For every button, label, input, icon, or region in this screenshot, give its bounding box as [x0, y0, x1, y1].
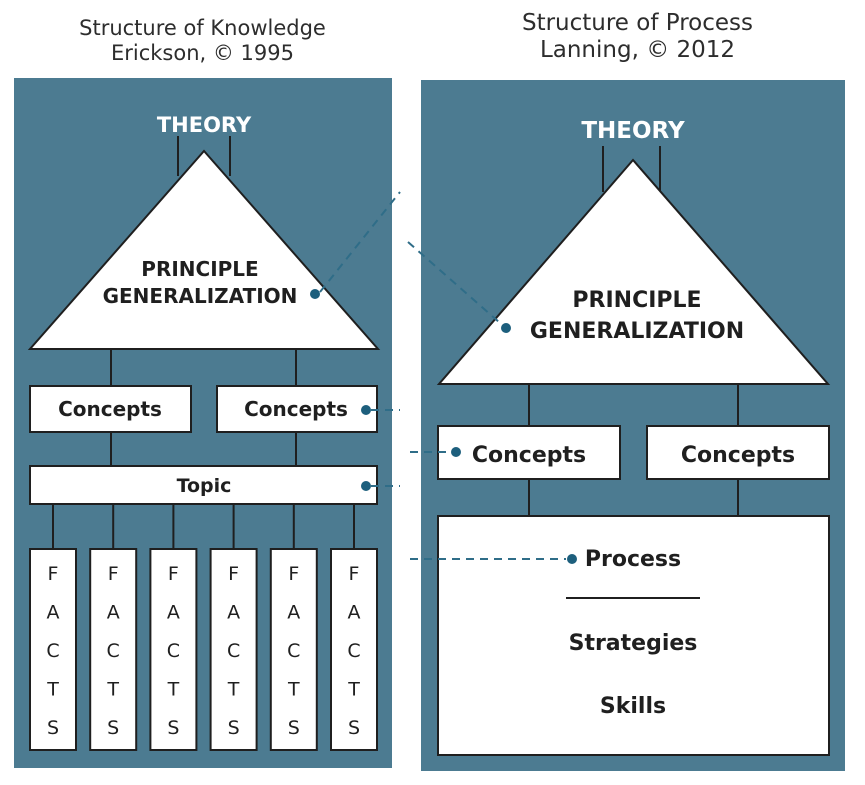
process-concepts-box-2 — [646, 425, 830, 480]
facts-letter: T — [167, 679, 180, 701]
knowledge-structure: THEORY PRINCIPLE GENERALIZATION Concepts… — [27, 113, 381, 751]
knowledge-topic-box — [29, 465, 378, 505]
process-header: Structure of Process Lanning, © 2012 — [440, 10, 835, 64]
dashed-connector-generalization-left — [319, 191, 401, 293]
process-concepts-dot — [451, 447, 461, 457]
facts-column — [330, 548, 378, 751]
facts-letter: S — [288, 717, 300, 739]
facts-letter: A — [107, 602, 120, 624]
strategies-label: Strategies — [569, 631, 698, 656]
facts-letter: C — [46, 640, 59, 662]
process-principle-label: PRINCIPLE — [572, 288, 701, 313]
knowledge-theory-label: THEORY — [157, 113, 252, 137]
facts-column — [89, 548, 138, 751]
facts-letter: C — [107, 640, 120, 662]
knowledge-concepts-label-1: Concepts — [58, 397, 162, 421]
facts-letter: C — [167, 640, 180, 662]
knowledge-credit: Erickson, © 1995 — [110, 40, 294, 65]
facts-column — [209, 548, 258, 751]
facts-letter: T — [227, 679, 240, 701]
facts-letter: T — [106, 679, 119, 701]
facts-letter: F — [108, 563, 119, 585]
knowledge-generalization-label: GENERALIZATION — [103, 284, 298, 308]
facts-letter: C — [347, 640, 360, 662]
process-credit: Lanning, © 2012 — [539, 37, 736, 64]
process-generalization-label: GENERALIZATION — [530, 319, 744, 344]
facts-letter: S — [107, 717, 119, 739]
facts-letter: A — [47, 602, 60, 624]
knowledge-header: Structure of Knowledge Erickson, © 1995 — [30, 16, 375, 66]
dashed-connectors — [319, 191, 566, 560]
process-concepts-label-1: Concepts — [472, 443, 586, 468]
facts-letter: F — [168, 563, 179, 585]
facts-letter: T — [287, 679, 300, 701]
facts-letter: S — [228, 717, 240, 739]
process-concepts-box-1 — [437, 425, 621, 480]
knowledge-concepts-label-2: Concepts — [244, 397, 348, 421]
facts-letter: S — [348, 717, 360, 739]
facts-letter: S — [47, 717, 59, 739]
knowledge-concepts-dot — [361, 405, 371, 415]
knowledge-principle-label: PRINCIPLE — [141, 257, 258, 281]
facts-letter: T — [347, 679, 360, 701]
facts-letter: A — [287, 602, 300, 624]
facts-letter: C — [227, 640, 240, 662]
process-generalization-dot — [501, 323, 511, 333]
process-box — [437, 515, 830, 756]
process-dot — [567, 554, 577, 564]
facts-letter: S — [167, 717, 179, 739]
knowledge-topic-dot — [361, 481, 371, 491]
process-title: Structure of Process — [521, 10, 754, 36]
facts-letter: F — [288, 563, 299, 585]
facts-letter: C — [287, 640, 300, 662]
facts-letter: A — [167, 602, 180, 624]
facts-letter: F — [349, 563, 360, 585]
facts-letter: A — [227, 602, 240, 624]
process-label: Process — [585, 547, 681, 572]
process-triangle — [436, 158, 831, 385]
facts-letter: F — [228, 563, 239, 585]
process-theory-label: THEORY — [581, 118, 685, 144]
skills-label: Skills — [600, 694, 666, 719]
dashed-connector-generalization-right — [407, 241, 501, 324]
knowledge-title: Structure of Knowledge — [79, 16, 326, 40]
process-structure: THEORY PRINCIPLE GENERALIZATION Concepts… — [436, 118, 831, 756]
facts-column — [29, 548, 77, 751]
knowledge-topic-label: Topic — [177, 475, 232, 497]
process-concepts-label-2: Concepts — [681, 443, 795, 468]
facts-letter: A — [348, 602, 361, 624]
facts-column — [269, 548, 318, 751]
facts-column — [149, 548, 198, 751]
knowledge-generalization-dot — [310, 289, 320, 299]
knowledge-triangle — [27, 149, 381, 350]
facts-letter: F — [48, 563, 59, 585]
facts-letter: T — [46, 679, 59, 701]
